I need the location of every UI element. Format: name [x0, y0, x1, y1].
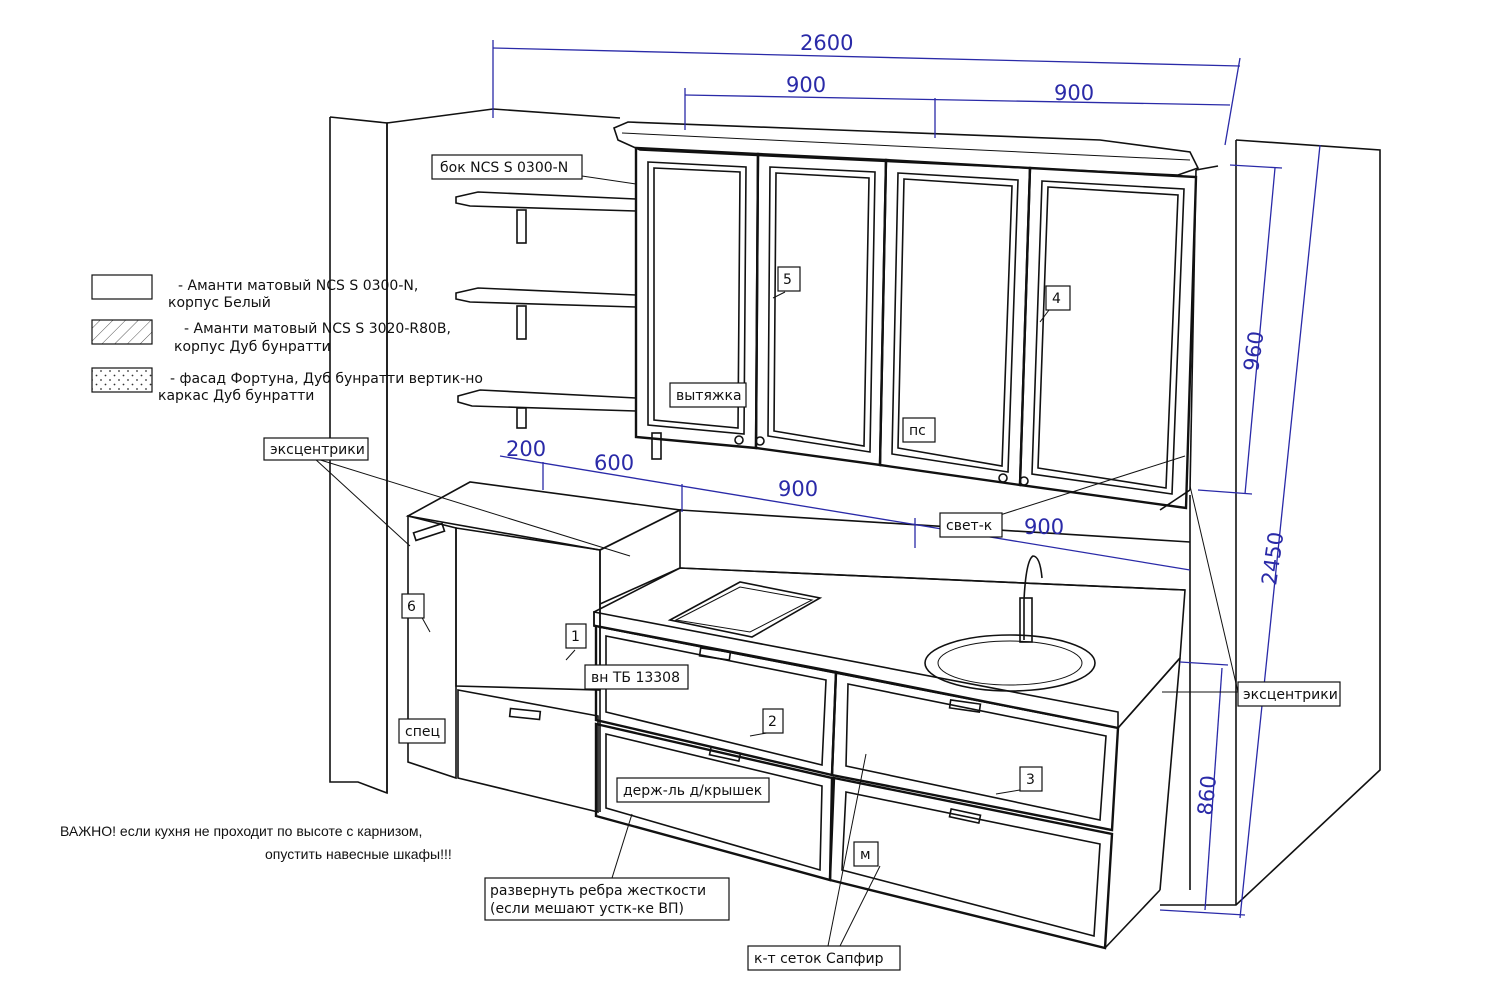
- wall-shelves: [455, 191, 662, 460]
- dim-tall-depth: 200: [506, 437, 546, 461]
- item-number-1: 1: [571, 629, 580, 645]
- legend-1-line1: - Аманти матовый NCS S 0300-N,: [178, 278, 418, 294]
- legend-swatch-hatch: [91, 319, 153, 345]
- dim-base-right: 900: [1024, 515, 1064, 539]
- label-eccentrics-right: эксцентрики: [1243, 687, 1338, 703]
- item-number-6: 6: [407, 599, 416, 615]
- item-number-5: 5: [783, 272, 792, 288]
- tall-cabinet: [405, 481, 683, 814]
- base-cabinets: [594, 624, 1181, 950]
- dim-base-height: 860: [1193, 774, 1221, 816]
- legend-3-line2: каркас Дуб бунратти: [158, 388, 314, 404]
- legend-3-line1: - фасад Фортуна, Дуб бунратти вертик-но: [170, 371, 483, 387]
- label-ps: пс: [909, 423, 926, 439]
- label-oven: вн ТБ 13308: [591, 670, 680, 686]
- legend-2-line2: корпус Дуб бунратти: [174, 339, 331, 355]
- dim-base-left: 900: [778, 477, 818, 501]
- countertop: [593, 509, 1191, 729]
- dimension-lines: [492, 40, 1321, 919]
- legend-2-line1: - Аманти матовый NCS S 3020-R80B,: [184, 321, 451, 337]
- important-note-line2: опустить навесные шкафы!!!: [265, 846, 452, 862]
- legend-swatch-dots: [91, 367, 153, 393]
- label-hood: вытяжка: [676, 388, 742, 404]
- dim-upper-left: 900: [786, 73, 826, 97]
- dim-tall-width: 600: [594, 451, 634, 475]
- item-number-3: 3: [1026, 772, 1035, 788]
- dim-overall-width: 2600: [800, 31, 853, 55]
- label-light: свет-к: [946, 518, 992, 534]
- label-ribs-line1: развернуть ребра жесткости: [490, 883, 706, 899]
- label-ribs-line2: (если мешают устк-ке ВП): [490, 901, 684, 917]
- legend-1-line2: корпус Белый: [168, 295, 271, 311]
- item-number-2: 2: [768, 714, 777, 730]
- item-number-4: 4: [1052, 291, 1061, 307]
- dim-upper-right: 900: [1054, 81, 1094, 105]
- label-m: м: [860, 847, 871, 863]
- dim-overall-height: 2450: [1257, 530, 1288, 586]
- important-note-line1: ВАЖНО! если кухня не проходит по высоте …: [60, 823, 422, 839]
- label-lid-holder: держ-ль д/крышек: [623, 783, 762, 799]
- label-baskets: к-т сеток Сапфир: [754, 951, 884, 967]
- legend: - Аманти матовый NCS S 0300-N, корпус Бе…: [91, 274, 483, 404]
- label-eccentrics-left: эксцентрики: [270, 442, 365, 458]
- dim-upper-height: 960: [1239, 330, 1268, 373]
- upper-cabinets: [613, 121, 1219, 511]
- legend-swatch-plain: [91, 274, 153, 300]
- label-side-panel: бок NCS S 0300-N: [440, 160, 568, 176]
- label-spec: спец: [405, 724, 440, 740]
